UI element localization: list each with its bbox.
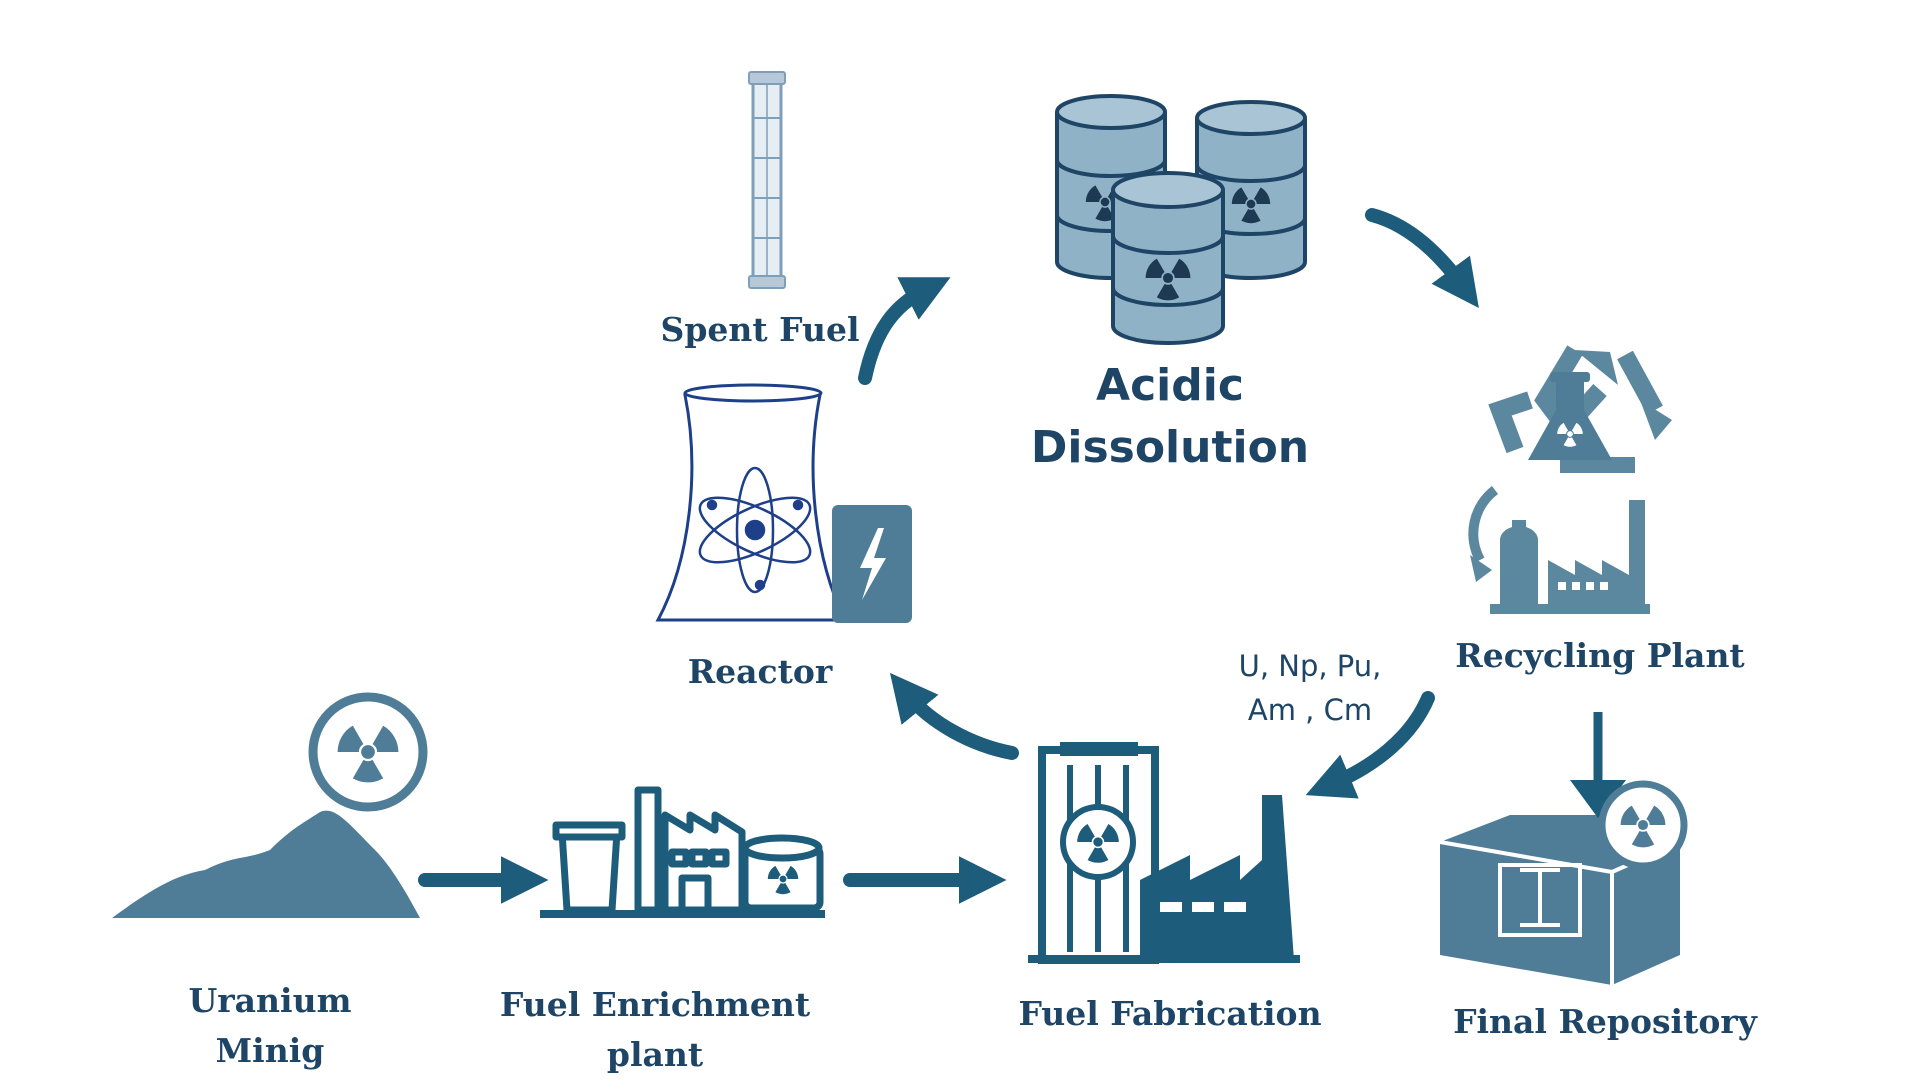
fuel-fabrication-icon: [1028, 742, 1300, 964]
label-enrichment-line1: Fuel Enrichment: [499, 985, 811, 1024]
battery-icon: [832, 505, 912, 623]
label-acidic-dissolution: Acidic Dissolution: [1000, 355, 1340, 478]
label-acidic-line1: Acidic: [1096, 360, 1244, 411]
cycle-arrows: [418, 208, 1479, 904]
label-enrichment-line2: plant: [606, 1034, 704, 1074]
label-uranium-line2: Minig: [215, 1030, 325, 1070]
arrow-fabrication-to-reactor: [889, 672, 1019, 760]
label-spent-fuel: Spent Fuel: [660, 310, 860, 349]
label-fuel-enrichment: Fuel Enrichment plant: [490, 980, 820, 1079]
fuel-rod-icon: [748, 71, 786, 289]
cooling-tower: [655, 383, 848, 622]
recycling-icon: [1468, 345, 1672, 614]
atom-icon: [698, 466, 812, 594]
label-elements-line1: U, Np, Pu,: [1238, 649, 1382, 683]
label-fuel-fabrication: Fuel Fabrication: [1018, 994, 1322, 1033]
barrels-icon: [1055, 94, 1307, 345]
barrel-front: [1111, 171, 1225, 345]
label-acidic-line2: Dissolution: [1030, 421, 1310, 473]
label-uranium-line1: Uranium: [188, 981, 352, 1020]
label-recycling-plant: Recycling Plant: [1455, 636, 1745, 675]
factory-icon: [540, 786, 825, 918]
flask-icon: [1528, 372, 1612, 460]
reactor-icon: [655, 383, 912, 623]
label-reactor: Reactor: [687, 652, 833, 691]
mountain-icon: [112, 692, 428, 918]
label-final-repository: Final Repository: [1453, 1002, 1757, 1041]
plant-buildings: [1490, 500, 1650, 614]
arrow-dissolution-to-recycling: [1365, 208, 1479, 309]
repository-icon: [1439, 712, 1688, 985]
label-elements-line2: Am , Cm: [1247, 692, 1373, 727]
arrow-recycling-to-fabrication: [1305, 691, 1435, 799]
label-uranium-mining: Uranium Minig: [160, 976, 380, 1075]
label-elements: U, Np, Pu, Am , Cm: [1200, 645, 1420, 732]
arrow-reactor-to-dissolution: [858, 277, 951, 385]
